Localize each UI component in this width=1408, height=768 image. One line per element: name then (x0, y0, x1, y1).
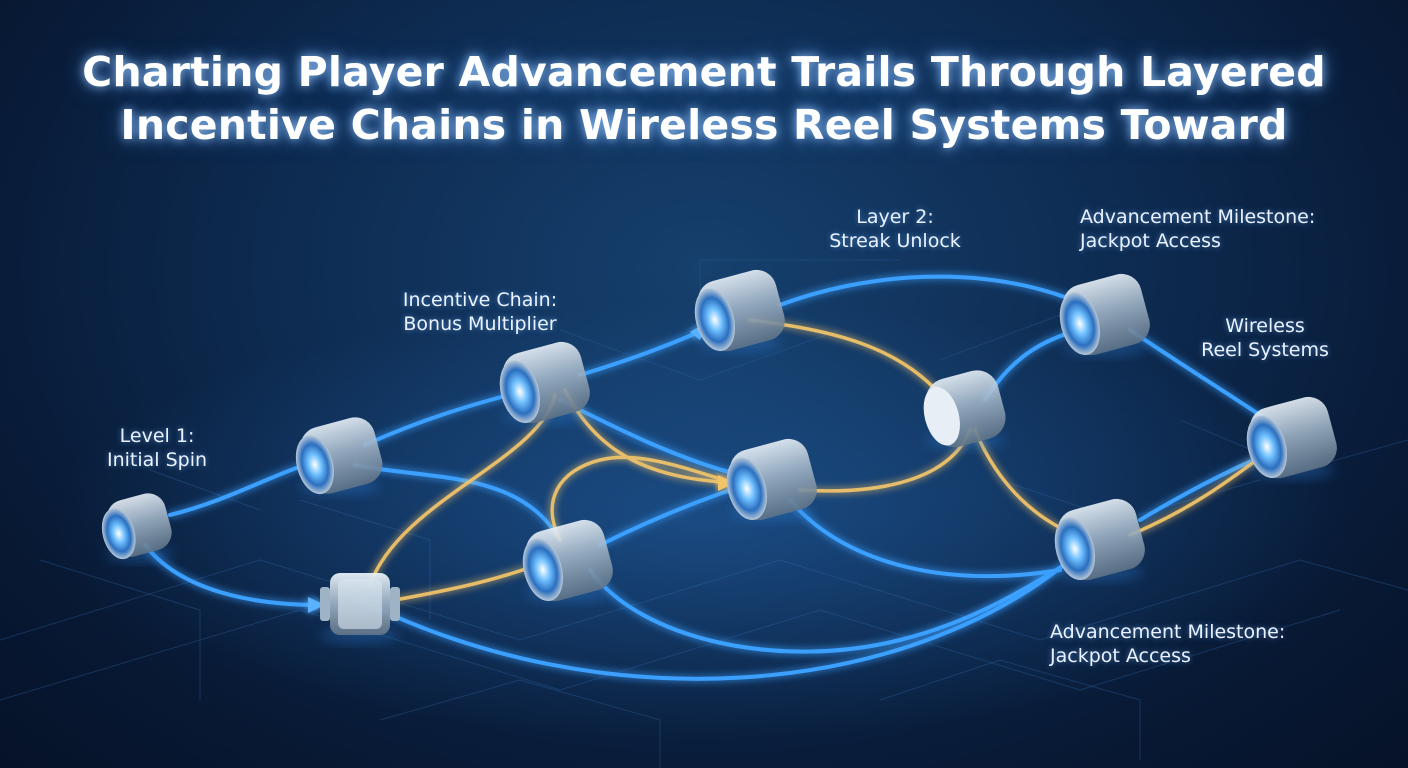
node-center (726, 438, 817, 521)
node-wireless (1246, 396, 1337, 479)
node-mid-low (522, 519, 613, 602)
label-incentive-chain-line2: Bonus Multiplier (403, 313, 557, 335)
node-initial (295, 417, 383, 495)
label-milestone-top: Advancement Milestone: Jackpot Access (1080, 205, 1315, 253)
node-top (694, 269, 785, 352)
label-wireless: Wireless Reel Systems (1190, 314, 1340, 362)
label-level1-line1: Level 1: (119, 425, 195, 447)
label-milestone-top-line2: Jackpot Access (1080, 230, 1221, 252)
label-milestone-bottom-line1: Advancement Milestone: (1050, 621, 1286, 643)
label-milestone-bottom: Advancement Milestone: Jackpot Access (1050, 620, 1285, 668)
floor-glow (50, 300, 1350, 740)
node-bonus-multiplier (499, 341, 590, 424)
arrow-head-1 (308, 597, 325, 613)
label-milestone-top-line1: Advancement Milestone: (1080, 206, 1316, 228)
label-incentive-chain-line1: Incentive Chain: (402, 289, 558, 311)
node-milestone-top (1059, 273, 1150, 356)
label-incentive-chain: Incentive Chain: Bonus Multiplier (380, 288, 580, 336)
label-level1: Level 1: Initial Spin (82, 424, 232, 472)
gold-mid-cross (550, 455, 742, 542)
label-layer2: Layer 2: Streak Unlock (810, 205, 980, 253)
blue-trails (143, 274, 1277, 681)
label-layer2-line2: Streak Unlock (829, 230, 961, 252)
title-line-2: Incentive Chains in Wireless Reel System… (120, 101, 1288, 149)
trail-big-arc (358, 558, 1072, 681)
arrow-head-gold (718, 475, 735, 491)
trail-top-arc (778, 274, 1087, 307)
label-level1-line2: Initial Spin (106, 449, 208, 471)
node-milestone-bottom (1054, 498, 1145, 581)
label-layer2-line1: Layer 2: (856, 206, 934, 228)
label-wireless-line1: Wireless (1225, 315, 1305, 337)
title-line-1: Charting Player Advancement Trails Throu… (82, 48, 1326, 96)
trail-mid-under (588, 553, 1082, 654)
label-milestone-bottom-line2: Jackpot Access (1050, 645, 1191, 667)
label-wireless-line2: Reel Systems (1201, 339, 1329, 361)
trail-center-under (788, 498, 1062, 579)
node-bottom-capsule (320, 573, 400, 643)
node-level1 (101, 493, 174, 562)
node-streak-switch (923, 370, 1006, 449)
